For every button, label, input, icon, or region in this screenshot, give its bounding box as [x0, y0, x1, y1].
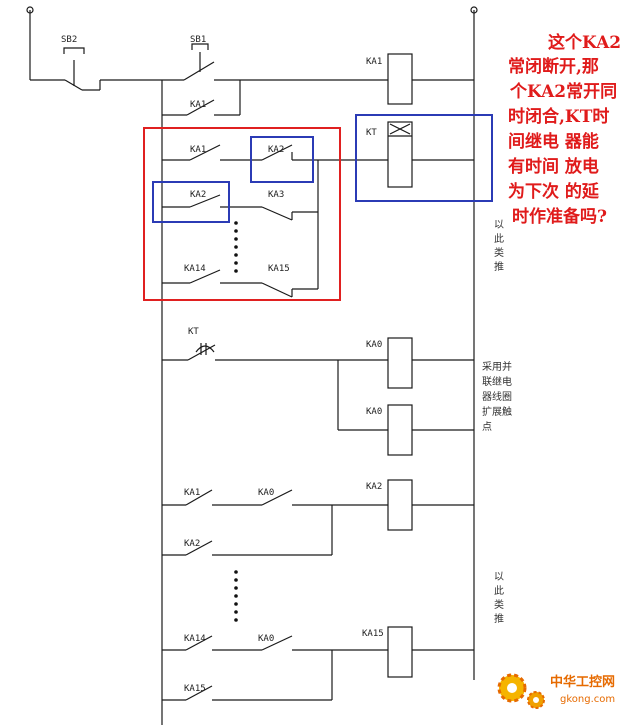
note-char: 以 — [494, 572, 504, 583]
annotation-line: 间继电 器能 — [508, 131, 599, 152]
label-kt-contact: KT — [188, 327, 199, 337]
annotation-line: 常闭断开,那 — [508, 56, 599, 77]
note-char: 此 — [494, 584, 504, 597]
annotation-line: 时闭合,KT时 — [508, 106, 609, 127]
label-ka2-nc: KA2 — [268, 145, 284, 155]
label-sb2: SB2 — [61, 35, 77, 45]
label-ka3-nc: KA3 — [268, 190, 284, 200]
blue-highlight-ka2-nc — [250, 136, 314, 183]
note-char: 类 — [494, 598, 504, 611]
annotation-question: 这个KA2 常闭断开,那 个KA2常开同 时闭合,KT时 间继电 器能 有时间 … — [508, 32, 621, 227]
watermark-name: 中华工控网 — [550, 674, 615, 690]
side-note-middle: 采用并 联继电 器线圈 扩展触 点 — [482, 360, 512, 433]
label-kt-coil: KT — [366, 128, 377, 138]
annotation-line: 有时间 放电 — [508, 156, 599, 177]
label-ka1-contact: KA1 — [190, 145, 206, 155]
note-line: 采用并 — [482, 360, 512, 373]
side-note-top: 以 此 类 推 — [494, 220, 504, 273]
label-ka2-hold: KA2 — [184, 539, 200, 549]
note-line: 点 — [482, 421, 492, 433]
note-line: 器线圈 — [482, 390, 512, 403]
label-sb1: SB1 — [190, 35, 206, 45]
annotation-line: 这个KA2 — [548, 32, 621, 53]
note-char: 类 — [494, 246, 504, 259]
gear-icon — [497, 673, 545, 709]
annotation-line: 时作准备吗? — [512, 206, 607, 227]
note-line: 扩展触 — [482, 405, 512, 418]
label-ka15-nc: KA15 — [268, 264, 290, 274]
label-ka1-coil: KA1 — [366, 57, 382, 67]
annotation-line: 个KA2常开同 — [509, 81, 617, 102]
watermark-url: gkong.com — [560, 694, 615, 705]
label-ka15-hold: KA15 — [184, 684, 206, 694]
label-ka14-contact-3: KA14 — [184, 634, 206, 644]
note-char: 推 — [494, 612, 504, 625]
label-ka0-coil-a: KA0 — [366, 340, 382, 350]
note-char: 此 — [494, 232, 504, 245]
note-line: 联继电 — [482, 375, 512, 388]
blue-highlight-kt — [355, 114, 493, 202]
label-ka2-contact: KA2 — [190, 190, 206, 200]
side-note-bottom: 以 此 类 推 — [494, 572, 504, 625]
label-ka14-contact: KA14 — [184, 264, 206, 274]
label-ka2-coil: KA2 — [366, 482, 382, 492]
blue-highlight-ka2-no — [152, 181, 230, 223]
label-ka0-contact-3a: KA0 — [258, 488, 274, 498]
annotation-line: 为下次 的延 — [508, 181, 600, 202]
label-ka0-contact-3b: KA0 — [258, 634, 274, 644]
watermark: 中华工控网 gkong.com — [497, 673, 615, 709]
red-highlight-box — [143, 127, 341, 301]
label-ka1-hold: KA1 — [190, 100, 206, 110]
label-ka0-coil-b: KA0 — [366, 407, 382, 417]
note-char: 推 — [494, 260, 504, 273]
label-ka1-contact-3: KA1 — [184, 488, 200, 498]
label-ka15-coil: KA15 — [362, 629, 384, 639]
note-char: 以 — [494, 220, 504, 231]
